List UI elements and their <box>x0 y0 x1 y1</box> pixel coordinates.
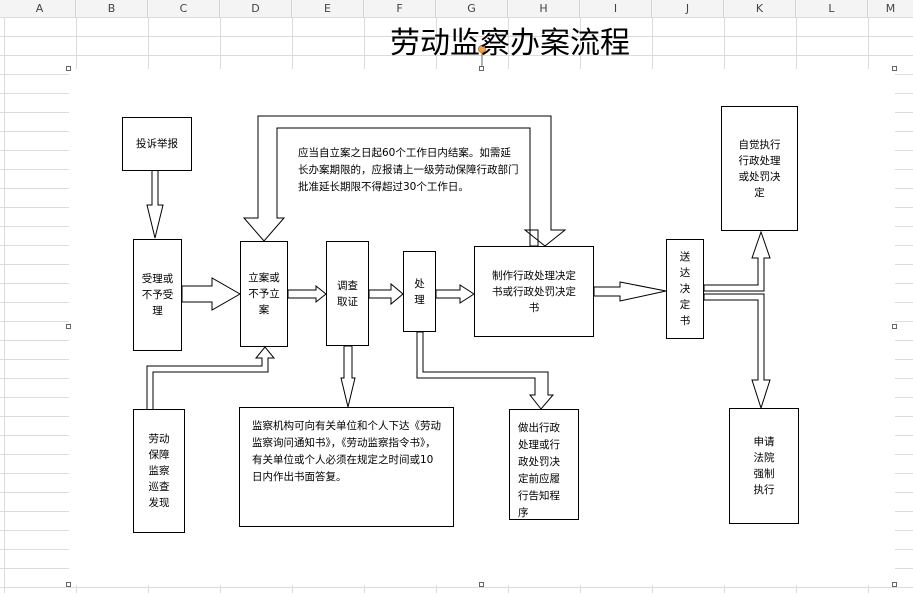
column-header-e[interactable]: E <box>292 0 364 17</box>
resize-handle-bottom[interactable] <box>479 582 484 587</box>
node-court[interactable]: 申请法院强制执行 <box>729 408 799 524</box>
arrow-accept-to-file <box>181 277 242 311</box>
column-header-a[interactable]: A <box>4 0 76 17</box>
node-handle[interactable]: 处理 <box>403 251 436 332</box>
arrow-loop-to-file-case <box>242 115 567 247</box>
column-header-k[interactable]: K <box>724 0 796 17</box>
column-header-d[interactable]: D <box>220 0 292 17</box>
column-header-f[interactable]: F <box>364 0 436 17</box>
arrow-decision-to-serve <box>593 281 667 302</box>
arrow-serve-to-voluntary <box>703 230 771 292</box>
rotate-handle[interactable] <box>478 45 486 53</box>
resize-handle-bottom-right[interactable] <box>892 582 897 587</box>
column-header-g[interactable]: G <box>436 0 508 17</box>
node-notice-issue[interactable]: 监察机构可向有关单位和个人下达《劳动监察询问通知书》，《劳动监察指令书》，有关单… <box>239 407 454 527</box>
column-header-m[interactable]: M <box>885 2 896 15</box>
node-serve[interactable]: 送达决定书 <box>666 239 704 339</box>
column-header-h[interactable]: H <box>508 0 580 17</box>
resize-handle-top-left[interactable] <box>66 66 71 71</box>
arrow-investigate-to-handle <box>368 282 404 306</box>
node-decision[interactable]: 制作行政处理决定书或行政处罚决定书 <box>474 246 594 337</box>
column-header-b[interactable]: B <box>76 0 148 17</box>
node-pre-notice[interactable]: 做出行政处理或行政处罚决定前应履行告知程序 <box>509 409 579 520</box>
resize-handle-top[interactable] <box>479 66 484 71</box>
node-inspection[interactable]: 劳动保障监察巡查发现 <box>133 409 185 533</box>
deadline-note[interactable]: 应当自立案之日起60个工作日内结案。如需延长办案期限的，应报请上一级劳动保障行政… <box>298 147 519 193</box>
arrow-serve-to-court <box>703 293 771 410</box>
resize-handle-right[interactable] <box>892 324 897 329</box>
column-header-i[interactable]: I <box>580 0 652 17</box>
column-header-l[interactable]: L <box>796 0 868 17</box>
resize-handle-left[interactable] <box>66 324 71 329</box>
node-investigate[interactable]: 调查取证 <box>326 241 369 346</box>
resize-handle-top-right[interactable] <box>892 66 897 71</box>
page-title: 劳动监察办案流程 <box>390 26 630 61</box>
arrow-handle-to-prenotice <box>416 331 555 410</box>
node-accept[interactable]: 受理或不予受理 <box>133 239 182 351</box>
node-voluntary[interactable]: 自觉执行行政处理或处罚决定 <box>721 106 798 231</box>
column-header-c[interactable]: C <box>148 0 220 17</box>
resize-handle-bottom-left[interactable] <box>66 582 71 587</box>
node-file-case[interactable]: 立案或不予立案 <box>240 241 288 347</box>
column-header-j[interactable]: J <box>652 0 724 17</box>
arrow-handle-to-decision <box>435 284 475 304</box>
arrow-complaint-to-accept <box>146 169 164 239</box>
arrow-inspection-to-file <box>146 346 276 411</box>
arrow-investigate-to-notice <box>340 345 356 408</box>
node-complaint[interactable]: 投诉举报 <box>122 117 192 171</box>
arrow-file-to-investigate <box>287 284 327 304</box>
